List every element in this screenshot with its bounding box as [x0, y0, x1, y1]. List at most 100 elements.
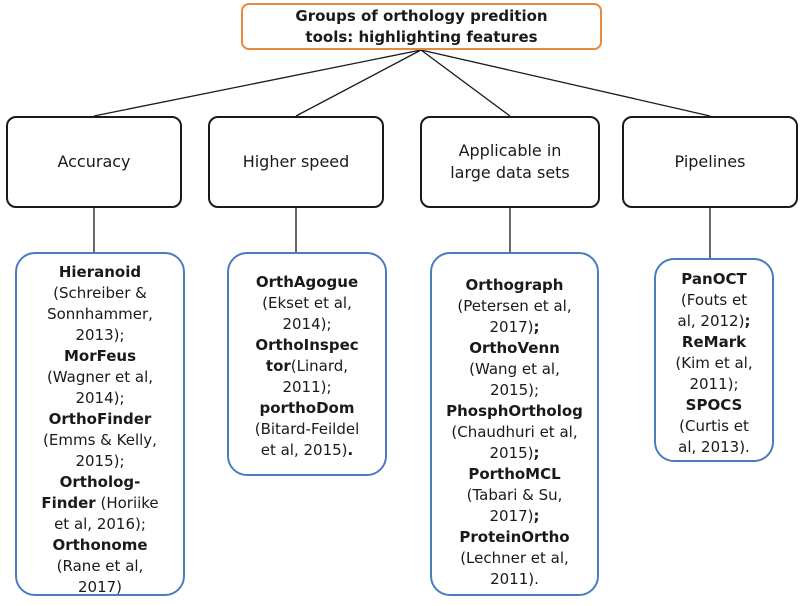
tool-name: Hieranoid [58, 263, 142, 281]
tool-name: OrthoInspec [255, 336, 359, 354]
tool-citation: Sonnhammer, [47, 305, 153, 323]
root-title-line-2: tools: highlighting features [305, 27, 538, 46]
tool-citation: 2011). [490, 570, 539, 588]
tool-name: Orthonome [52, 536, 148, 554]
tool-name: PorthoMCL [468, 465, 561, 483]
tool-citation: (Lechner et al, [460, 549, 569, 567]
tool-entry-line: (Schreiber & [21, 283, 179, 304]
tool-citation: (Wagner et al, [46, 368, 154, 386]
tool-entry-line: PanOCT [660, 269, 768, 290]
tool-entry-line: 2013); [21, 325, 179, 346]
tool-entry-line: 2011). [436, 569, 593, 590]
root-title-line-1: Groups of orthology predition [295, 6, 548, 25]
category-node-large-data-sets: Applicable in large data sets [420, 116, 600, 208]
connector-line [295, 49, 422, 117]
tool-name: ; [533, 507, 540, 525]
tool-entry-line: Orthonome [21, 535, 179, 556]
category-label: Applicable in [458, 141, 562, 160]
tool-citation: 2015) [489, 444, 534, 462]
tool-entry-line: al, 2013). [660, 437, 768, 458]
connector-line [93, 49, 422, 117]
tool-citation: 2014); [282, 315, 332, 333]
tools-box-large-data-sets: Orthograph(Petersen et al,2017);OrthoVen… [430, 252, 599, 596]
tool-entry-line: Hieranoid [21, 262, 179, 283]
tool-entry-line: OrthoVenn [436, 338, 593, 359]
tool-entry-line: tor(Linard, [233, 356, 381, 377]
tool-citation: al, 2013). [678, 438, 750, 456]
tool-entry-line: Finder (Horiike [21, 493, 179, 514]
tool-name: SPOCS [685, 396, 743, 414]
tool-entry-line: 2014); [233, 314, 381, 335]
tool-citation: (Fouts et [680, 291, 748, 309]
tool-citation: (Schreiber & [53, 284, 147, 302]
tool-entry-line: (Bitard-Feildel [233, 419, 381, 440]
tool-entry-line: (Kim et al, [660, 353, 768, 374]
tool-entry-line: (Wagner et al, [21, 367, 179, 388]
tool-entry-line: (Curtis et [660, 416, 768, 437]
tool-entry-line: OrthoFinder [21, 409, 179, 430]
tool-name: OrthoVenn [469, 339, 560, 357]
tool-citation: 2015); [75, 452, 125, 470]
category-label: Higher speed [242, 152, 350, 171]
tool-entry-line: 2015); [436, 380, 593, 401]
tool-citation: et al, 2016); [54, 515, 146, 533]
tool-citation: 2011); [689, 375, 739, 393]
tool-name: ReMark [681, 333, 747, 351]
tool-citation: (Rane et al, [56, 557, 144, 575]
tool-citation: (Horiike [95, 494, 159, 512]
tool-citation: (Emms & Kelly, [43, 431, 157, 449]
tool-entry-line: (Ekset et al, [233, 293, 381, 314]
tool-entry-line: (Emms & Kelly, [21, 430, 179, 451]
tool-entry-line: (Wang et al, [436, 359, 593, 380]
category-label: large data sets [450, 163, 570, 182]
connector-line [420, 49, 511, 117]
tool-citation: 2017) [489, 507, 534, 525]
category-node-higher-speed: Higher speed [208, 116, 384, 208]
category-node-pipelines: Pipelines [622, 116, 798, 208]
tool-entry-line: et al, 2015). [233, 440, 381, 461]
tool-citation: (Chaudhuri et al, [451, 423, 578, 441]
tool-entry-line: 2011); [233, 377, 381, 398]
tool-name: Ortholog- [59, 473, 141, 491]
tool-entry-line: (Petersen et al, [436, 296, 593, 317]
tool-entry-line: (Rane et al, [21, 556, 179, 577]
tool-entry-line: PorthoMCL [436, 464, 593, 485]
tool-citation: 2014); [75, 389, 125, 407]
category-label: Accuracy [57, 152, 131, 171]
tool-citation: (Petersen et al, [457, 297, 572, 315]
tool-name: ProteinOrtho [459, 528, 570, 546]
tool-entry-line: 2015); [436, 443, 593, 464]
tool-entry-line: ReMark [660, 332, 768, 353]
tool-entry-line: ProteinOrtho [436, 527, 593, 548]
tool-entry-line: SPOCS [660, 395, 768, 416]
tool-name: ; [533, 444, 540, 462]
tool-entry-line: Orthograph [436, 275, 593, 296]
tool-name: PhosphOrtholog [446, 402, 583, 420]
tool-entry-line: (Chaudhuri et al, [436, 422, 593, 443]
tool-name: tor [265, 357, 291, 375]
category-node-accuracy: Accuracy [6, 116, 182, 208]
tool-citation: 2017) [489, 318, 534, 336]
tool-citation: (Linard, [290, 357, 349, 375]
tool-name: PanOCT [681, 270, 747, 288]
tool-name: ; [533, 318, 540, 336]
tool-citation: 2015); [489, 381, 540, 399]
tool-citation: 2013); [75, 326, 125, 344]
tool-citation: 2017) [77, 578, 123, 596]
tool-entry-line: 2017); [436, 317, 593, 338]
tool-citation: (Curtis et [679, 417, 749, 435]
tool-entry-line: et al, 2016); [21, 514, 179, 535]
tool-entry-line: 2011); [660, 374, 768, 395]
tool-name: porthoDom [259, 399, 355, 417]
tool-citation: (Bitard-Feildel [254, 420, 360, 438]
tool-name: OrthoFinder [48, 410, 152, 428]
tool-entry-line: 2017); [436, 506, 593, 527]
tool-entry-line: Ortholog- [21, 472, 179, 493]
category-label: Pipelines [674, 152, 746, 171]
tool-name: MorFeus [63, 347, 137, 365]
tool-citation: (Kim et al, [675, 354, 753, 372]
tool-entry-line: MorFeus [21, 346, 179, 367]
tool-entry-line: 2015); [21, 451, 179, 472]
